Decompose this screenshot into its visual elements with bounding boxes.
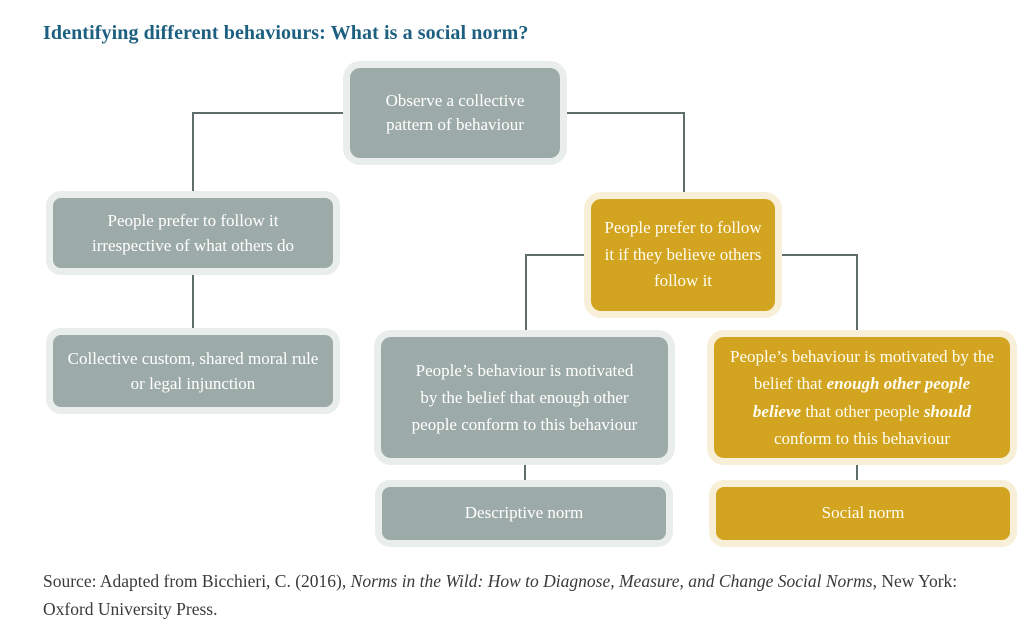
node-belief-conform-label: People’s behaviour is motivated by the b… [411,360,638,435]
connector-left-down [192,268,194,335]
node-observe-pattern-label: Observe a collective pattern of behaviou… [385,91,525,134]
connector-social-down [856,458,858,487]
connector-top-left-h [192,112,350,114]
node-descriptive-norm-label: Descriptive norm [464,503,584,523]
node-belief-conform: People’s behaviour is motivated by the b… [381,337,668,458]
connector-top-right-v [683,112,685,199]
node-social-norm: Social norm [716,487,1010,540]
source-citation: Source: Adapted from Bicchieri, C. (2016… [43,571,958,620]
node-belief-should-conform: People’s behaviour is motivated by the b… [714,337,1010,458]
connector-top-left-v [192,112,194,198]
node-descriptive-norm: Descriptive norm [382,487,666,540]
connector-gold-left-v [525,254,527,337]
node-belief-should-conform-label: People’s behaviour is motivated by the b… [730,347,994,448]
node-prefer-irrespective-label: People prefer to follow it irrespective … [91,210,295,256]
node-collective-custom: Collective custom, shared moral rule or … [53,335,333,407]
connector-gold-right-h [775,254,858,256]
connector-top-right-h [560,112,684,114]
page-title: Identifying different behaviours: What i… [43,22,529,44]
node-collective-custom-label: Collective custom, shared moral rule or … [67,348,319,394]
node-prefer-irrespective: People prefer to follow it irrespective … [53,198,333,268]
node-social-norm-label: Social norm [821,503,905,523]
connector-descriptive-down [524,458,526,487]
node-observe-pattern: Observe a collective pattern of behaviou… [350,68,560,158]
node-prefer-if-believe: People prefer to follow it if they belie… [591,199,775,311]
connector-gold-left-h [525,254,591,256]
connector-gold-right-v [856,254,858,337]
node-prefer-if-believe-label: People prefer to follow it if they belie… [604,218,762,291]
